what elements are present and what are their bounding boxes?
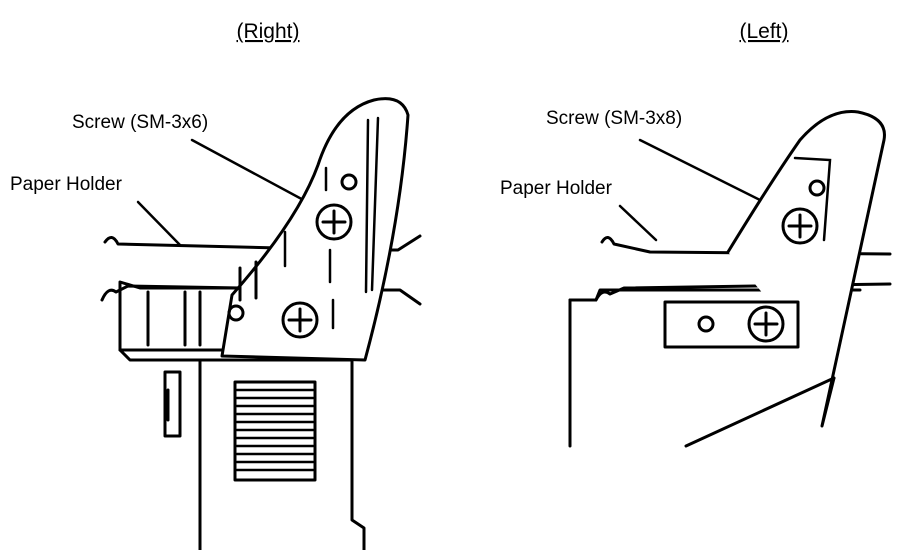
left-holder-leader <box>618 204 658 242</box>
left-paper-holder-upper <box>600 236 892 256</box>
left-lower-screw-icon <box>747 305 785 343</box>
right-vent-grille <box>233 380 317 482</box>
right-bracket-ribs <box>238 260 258 302</box>
left-view-heading: (Left) <box>739 20 788 43</box>
right-frame-ribs <box>146 290 202 347</box>
right-vent-slats <box>235 388 315 472</box>
left-frame-top <box>568 288 862 302</box>
left-view: (Left) Screw (SM-3x8) Paper Holder <box>500 20 892 448</box>
right-bracket <box>220 97 410 362</box>
right-frame-left-edge <box>118 348 202 550</box>
right-side-latch <box>163 370 182 438</box>
right-screw-icon <box>315 203 353 241</box>
left-screw-label: Screw (SM-3x8) <box>546 108 682 129</box>
right-bracket-slots <box>283 166 335 330</box>
right-lower-screw-icon <box>281 301 319 339</box>
left-holder-label: Paper Holder <box>500 178 613 199</box>
right-frame-body <box>198 358 366 550</box>
right-view-heading: (Right) <box>236 20 299 43</box>
left-bracket-slot <box>793 156 832 242</box>
left-hole-upper <box>808 179 826 197</box>
right-hole-lower <box>227 304 245 322</box>
right-holder-label: Paper Holder <box>10 174 123 195</box>
left-lower-plate <box>663 300 800 349</box>
right-view: (Right) Screw (SM-3x6) Paper Holder <box>10 20 422 550</box>
right-hole-upper <box>340 173 358 191</box>
left-frame-diagonal <box>684 376 836 448</box>
right-screw-label: Screw (SM-3x6) <box>72 112 208 133</box>
right-screw-leader <box>190 138 324 212</box>
left-bracket <box>726 110 886 428</box>
right-holder-leader <box>136 200 182 247</box>
left-hole-lower <box>697 315 715 333</box>
left-screw-icon <box>781 207 819 245</box>
right-bracket-edge <box>364 116 380 294</box>
